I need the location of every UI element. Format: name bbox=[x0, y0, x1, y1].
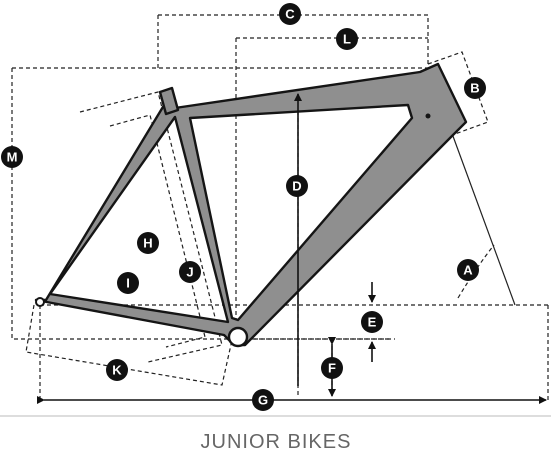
label-a: A bbox=[457, 259, 479, 281]
bottom-bracket bbox=[227, 326, 249, 348]
head-tube-dot bbox=[425, 113, 431, 119]
seat-post bbox=[158, 86, 180, 116]
svg-text:C: C bbox=[285, 7, 295, 22]
svg-text:A: A bbox=[463, 263, 473, 278]
svg-text:E: E bbox=[368, 315, 377, 330]
bike-frame bbox=[34, 62, 468, 348]
label-c: C bbox=[279, 3, 301, 25]
label-b: B bbox=[464, 77, 486, 99]
label-l: L bbox=[336, 28, 358, 50]
svg-text:L: L bbox=[343, 32, 351, 47]
svg-text:I: I bbox=[126, 276, 130, 291]
dimension-c-line bbox=[158, 14, 429, 64]
steering-axis-line bbox=[449, 127, 516, 306]
svg-text:B: B bbox=[470, 81, 479, 96]
label-k: K bbox=[106, 359, 128, 381]
dimension-arrows bbox=[37, 93, 547, 404]
label-h: H bbox=[137, 232, 159, 254]
reference-lines bbox=[11, 14, 551, 400]
label-g: G bbox=[252, 389, 274, 411]
svg-text:M: M bbox=[7, 150, 18, 165]
svg-text:D: D bbox=[292, 179, 301, 194]
svg-text:J: J bbox=[186, 265, 193, 280]
svg-text:H: H bbox=[143, 236, 152, 251]
dimension-i-box bbox=[109, 114, 206, 348]
label-e: E bbox=[361, 311, 383, 333]
svg-text:G: G bbox=[258, 393, 268, 408]
svg-text:F: F bbox=[328, 361, 336, 376]
label-f: F bbox=[321, 357, 343, 379]
svg-text:K: K bbox=[112, 363, 122, 378]
label-d: D bbox=[286, 175, 308, 197]
rear-dropout bbox=[35, 297, 45, 307]
label-i: I bbox=[117, 272, 139, 294]
label-m: M bbox=[1, 146, 23, 168]
label-j: J bbox=[179, 261, 201, 283]
dimension-h-box bbox=[79, 91, 223, 363]
caption-text: JUNIOR BIKES bbox=[201, 431, 352, 451]
